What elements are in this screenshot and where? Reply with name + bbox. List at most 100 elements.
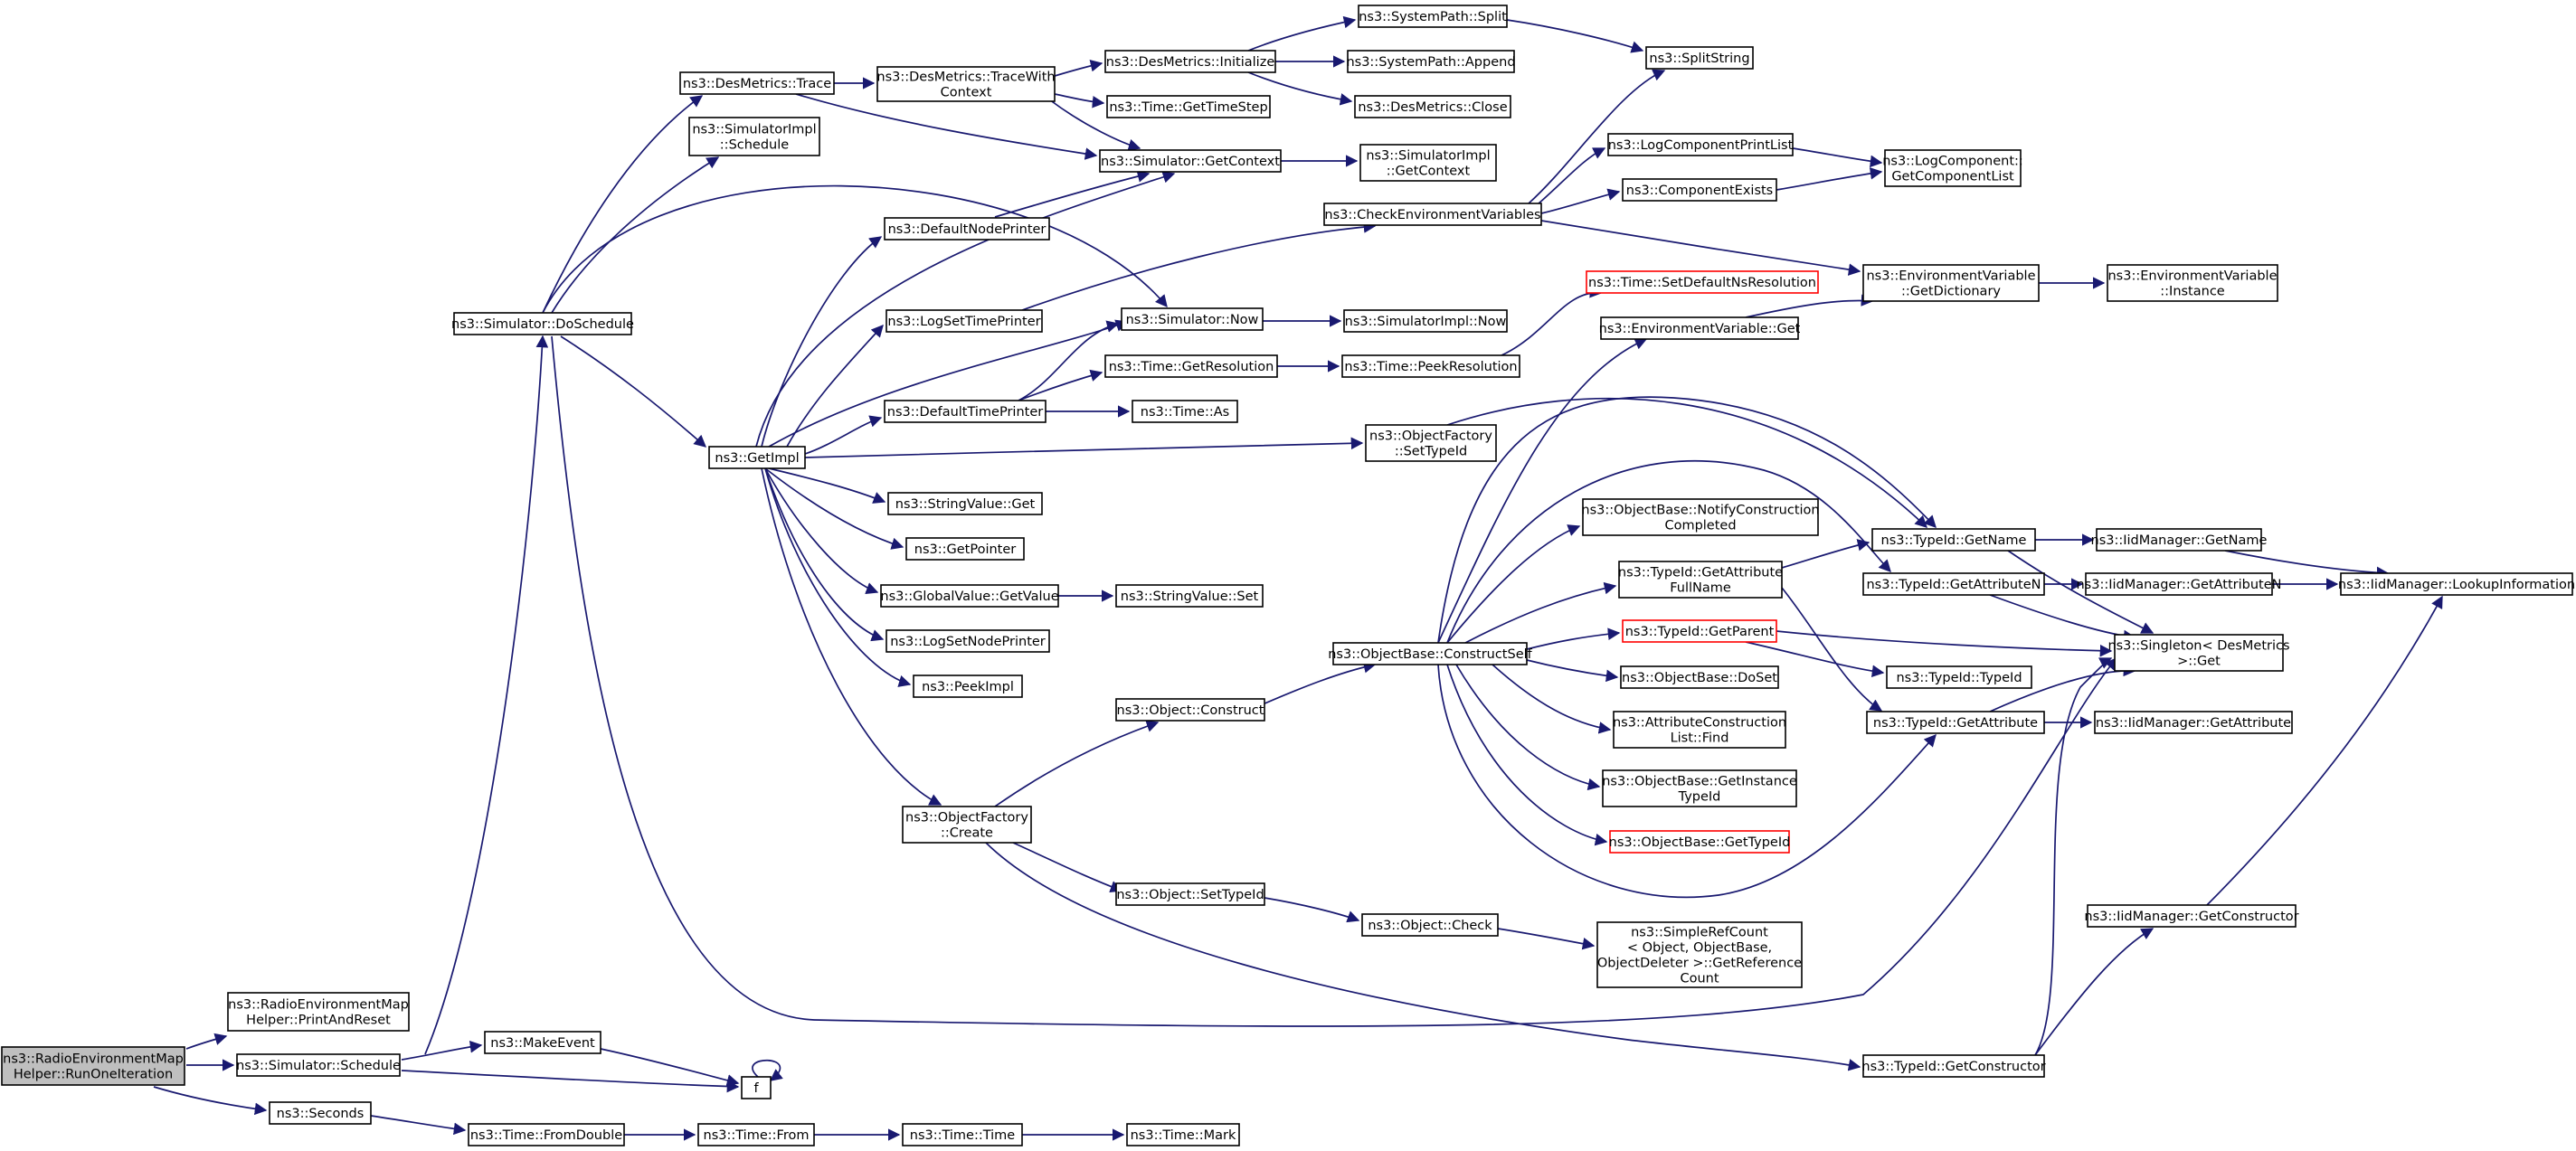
node-box	[902, 1123, 1023, 1146]
node-peekImpl[interactable]: ns3::PeekImpl	[913, 675, 1023, 698]
node-timeTime[interactable]: ns3::Time::Time	[902, 1123, 1023, 1146]
node-defaultNodePrinter[interactable]: ns3::DefaultNodePrinter	[884, 217, 1050, 241]
node-iidGetAttribute[interactable]: ns3::IidManager::GetAttribute	[2094, 711, 2293, 734]
node-simImplSchedule[interactable]: ns3::SimulatorImpl::Schedule	[688, 117, 820, 156]
edge-checkEnv-to-splitString	[1528, 69, 1666, 204]
node-envGet[interactable]: ns3::EnvironmentVariable::Get	[1599, 316, 1801, 340]
node-label: ns3::SimulatorImpl::Now	[1345, 315, 1507, 329]
node-checkEnv[interactable]: ns3::CheckEnvironmentVariables	[1323, 203, 1542, 226]
node-getImpl[interactable]: ns3::GetImpl	[708, 446, 806, 469]
node-iidGetName[interactable]: ns3::IidManager::GetName	[2091, 528, 2268, 552]
node-simSchedule[interactable]: ns3::Simulator::Schedule	[236, 1053, 401, 1077]
node-box	[269, 1101, 372, 1125]
node-box	[1126, 1123, 1240, 1146]
node-box	[1359, 144, 1497, 182]
node-label: ns3::ObjectBase::GetInstance	[1602, 775, 1797, 789]
node-getPointer[interactable]: ns3::GetPointer	[905, 537, 1025, 561]
node-getAttributeN[interactable]: ns3::TypeId::GetAttributeN	[1862, 572, 2045, 596]
node-constructSelf[interactable]: ns3::ObjectBase::ConstructSelf	[1328, 642, 1533, 665]
node-logSetNodePrinter[interactable]: ns3::LogSetNodePrinter	[886, 629, 1050, 653]
node-box	[1121, 307, 1264, 331]
node-simImplGetContext[interactable]: ns3::SimulatorImpl::GetContext	[1359, 144, 1497, 182]
node-box	[2094, 711, 2293, 734]
node-box	[913, 675, 1023, 698]
node-label: ns3::StringValue::Get	[895, 497, 1036, 512]
node-timeFrom[interactable]: ns3::Time::From	[697, 1123, 815, 1146]
edge-logSetTimePrinter-to-checkEnv	[1021, 221, 1377, 311]
node-label: ns3::DesMetrics::Trace	[683, 77, 831, 91]
node-box	[884, 400, 1046, 423]
node-seconds[interactable]: ns3::Seconds	[269, 1101, 372, 1125]
node-root[interactable]: ns3::RadioEnvironmentMapHelper::RunOneIt…	[1, 1046, 185, 1086]
node-objectConstruct[interactable]: ns3::Object::Construct	[1115, 698, 1265, 722]
node-getTimeStep[interactable]: ns3::Time::GetTimeStep	[1106, 95, 1271, 118]
node-sysSplit[interactable]: ns3::SystemPath::Split	[1358, 5, 1508, 28]
node-label: ns3::AttributeConstruction	[1613, 716, 1786, 731]
node-printAndReset[interactable]: ns3::RadioEnvironmentMapHelper::PrintAnd…	[227, 992, 410, 1032]
node-label: ns3::SplitString	[1649, 52, 1749, 66]
edge-constructSelf-to-typeIdGetAttribute	[1437, 664, 1937, 899]
edge-getAttrFullName-to-typeIdGetAttribute	[1781, 587, 1883, 712]
node-envInstance[interactable]: ns3::EnvironmentVariable::Instance	[2107, 264, 2278, 302]
edge-constructSelf-to-envGet	[1437, 337, 1648, 644]
node-ofSetTypeId[interactable]: ns3::ObjectFactory::SetTypeId	[1365, 424, 1497, 462]
node-iidLookup[interactable]: ns3::IidManager::LookupInformation	[2338, 572, 2575, 596]
node-f[interactable]: f	[741, 1076, 772, 1099]
node-box	[1323, 203, 1542, 226]
node-makeEvent[interactable]: ns3::MakeEvent	[484, 1031, 601, 1054]
node-logSetTimePrinter[interactable]: ns3::LogSetTimePrinter	[886, 309, 1043, 333]
edge-checkEnv-to-compExists	[1540, 188, 1621, 214]
node-typeIdTypeId[interactable]: ns3::TypeId::TypeId	[1886, 665, 2032, 689]
node-label: ns3::ObjectBase::GetTypeId	[1609, 835, 1791, 850]
node-obGetTypeId[interactable]: ns3::ObjectBase::GetTypeId	[1609, 830, 1791, 854]
node-label: ns3::LogComponentPrintList	[1608, 138, 1794, 153]
node-globalGetValue[interactable]: ns3::GlobalValue::GetValue	[880, 584, 1059, 608]
node-iidGetConstructor[interactable]: ns3::IidManager::GetConstructor	[2084, 904, 2299, 928]
node-typeIdGetName[interactable]: ns3::TypeId::GetName	[1871, 528, 2036, 552]
node-ofCreate[interactable]: ns3::ObjectFactory::Create	[902, 806, 1032, 844]
node-singletonGet[interactable]: ns3::Singleton< DesMetrics >::Get	[2107, 634, 2290, 672]
node-typeIdGetParent[interactable]: ns3::TypeId::GetParent	[1622, 619, 1777, 643]
node-label: ns3::TypeId::GetParent	[1625, 625, 1775, 639]
node-timeMark[interactable]: ns3::Time::Mark	[1126, 1123, 1240, 1146]
node-setDefaultNsRes[interactable]: ns3::Time::SetDefaultNsResolution	[1586, 270, 1819, 294]
node-timeGetRes[interactable]: ns3::Time::GetResolution	[1104, 354, 1278, 378]
node-stringValueSet[interactable]: ns3::StringValue::Set	[1115, 584, 1264, 608]
node-fromDouble[interactable]: ns3::Time::FromDouble	[468, 1123, 625, 1146]
node-doSet[interactable]: ns3::ObjectBase::DoSet	[1620, 665, 1779, 689]
node-box	[1115, 698, 1265, 722]
node-objectSetTypeId[interactable]: ns3::Object::SetTypeId	[1115, 882, 1265, 906]
node-desInitialize[interactable]: ns3::DesMetrics::Initialize	[1104, 50, 1276, 73]
node-desTrace[interactable]: ns3::DesMetrics::Trace	[679, 71, 835, 95]
node-desClose[interactable]: ns3::DesMetrics::Close	[1354, 95, 1511, 118]
node-logCompGetList[interactable]: ns3::LogComponent::GetComponentList	[1882, 149, 2023, 187]
node-label: GetComponentList	[1891, 170, 2014, 184]
node-timePeekRes[interactable]: ns3::Time::PeekResolution	[1341, 354, 1520, 378]
node-objectCheck[interactable]: ns3::Object::Check	[1361, 913, 1499, 937]
node-splitString[interactable]: ns3::SplitString	[1645, 46, 1754, 70]
node-typeIdGetAttribute[interactable]: ns3::TypeId::GetAttribute	[1866, 711, 2045, 734]
node-sysAppend[interactable]: ns3::SystemPath::Append	[1346, 50, 1516, 73]
node-typeIdGetConstructor[interactable]: ns3::TypeId::GetConstructor	[1861, 1054, 2046, 1078]
node-stringValueGet[interactable]: ns3::StringValue::Get	[887, 492, 1043, 515]
node-simGetContext[interactable]: ns3::Simulator::GetContext	[1099, 149, 1282, 173]
node-simpleRefCount[interactable]: ns3::SimpleRefCount< Object, ObjectBase,…	[1596, 921, 1803, 988]
node-notifyConstruction[interactable]: ns3::ObjectBase::NotifyConstructionCompl…	[1581, 498, 1820, 536]
edge-simSchedule-to-makeEvent	[401, 1041, 483, 1061]
node-envGetDict[interactable]: ns3::EnvironmentVariable::GetDictionary	[1862, 264, 2040, 302]
edge-getImpl-to-globalGetValue	[764, 467, 879, 595]
node-doSchedule[interactable]: ns3::Simulator::DoSchedule	[451, 312, 634, 335]
node-iidGetAttributeN[interactable]: ns3::IidManager::GetAttributeN	[2076, 572, 2282, 596]
node-defaultTimePrinter[interactable]: ns3::DefaultTimePrinter	[884, 400, 1046, 423]
node-simImplNow[interactable]: ns3::SimulatorImpl::Now	[1343, 309, 1508, 333]
node-box	[1132, 400, 1238, 423]
node-logCompPrintList[interactable]: ns3::LogComponentPrintList	[1607, 133, 1794, 156]
node-box	[1354, 95, 1511, 118]
node-simNow[interactable]: ns3::Simulator::Now	[1121, 307, 1264, 331]
node-compExists[interactable]: ns3::ComponentExists	[1622, 178, 1777, 202]
node-timeAs[interactable]: ns3::Time::As	[1132, 400, 1238, 423]
